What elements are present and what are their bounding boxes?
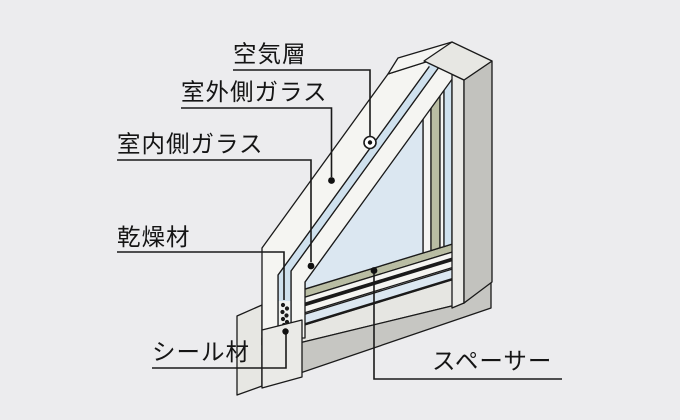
desiccant-callout-line bbox=[117, 251, 285, 300]
label-indoor-glass: 室内側ガラス bbox=[117, 131, 264, 158]
label-sealant: シール材 bbox=[152, 339, 250, 366]
sealant-callout-line bbox=[152, 334, 287, 369]
air-layer-target-dot bbox=[367, 140, 373, 145]
outdoor-glass-callout-line bbox=[181, 107, 333, 177]
bottom-edge-outline bbox=[298, 277, 456, 328]
sealant-target-dot bbox=[282, 328, 289, 335]
outdoor-glass-target-dot bbox=[328, 177, 335, 184]
sill-step-cut-face bbox=[261, 319, 303, 389]
spacer-callout-line bbox=[373, 273, 562, 380]
label-spacer: スペーサー bbox=[432, 349, 552, 375]
indoor-glass-callout-line bbox=[117, 159, 312, 262]
frame-top-face bbox=[423, 41, 493, 81]
frame-side-face bbox=[463, 60, 493, 304]
desiccant-zone bbox=[278, 301, 291, 327]
indoor-glass-target-dot bbox=[307, 262, 315, 270]
air-layer-callout-line bbox=[233, 69, 371, 136]
label-outdoor-glass: 室外側ガラス bbox=[181, 79, 328, 106]
label-desiccant: 乾燥材 bbox=[117, 224, 191, 251]
spacer-target-dot bbox=[370, 267, 378, 274]
frame-front-face bbox=[451, 73, 465, 309]
label-air-layer: 空気層 bbox=[233, 41, 307, 68]
